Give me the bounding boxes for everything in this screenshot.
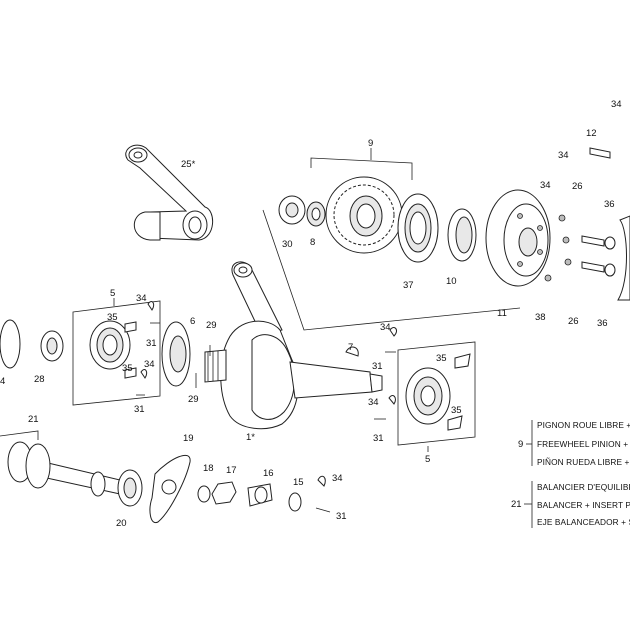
label-part-21: 21 <box>28 414 39 425</box>
label-part-20: 20 <box>116 518 127 529</box>
label-part-11: 11 <box>497 308 507 319</box>
label-part-35-d: 35 <box>451 405 462 416</box>
label-part-36-bottom: 36 <box>597 318 608 329</box>
label-part-29-top: 29 <box>206 320 217 331</box>
label-part-35-a: 35 <box>107 312 118 323</box>
legend-21-line-es: EJE BALANCEADOR + SALID <box>537 517 630 527</box>
label-part-34-a: 34 <box>136 293 147 304</box>
label-part-34-d: 34 <box>368 397 379 408</box>
freewheel-sprocket <box>278 176 403 254</box>
legend-9-line-en: FREEWHEEL PINION + NEE <box>537 439 630 449</box>
label-part-25: 25* <box>181 159 196 170</box>
label-part-34-e: 34 <box>332 473 343 484</box>
label-part-7: 7 <box>348 342 353 353</box>
label-part-5-left: 5 <box>110 288 115 299</box>
label-part-34-h: 34 <box>611 99 622 110</box>
legend-group-21: 21 BALANCIER D'EQUILIBRAGE BALANCER + IN… <box>511 481 630 528</box>
legend-9-line-fr: PIGNON ROUE LIBRE + DOU <box>537 420 630 430</box>
label-part-34-f: 34 <box>540 180 551 191</box>
legend-9-number: 9 <box>518 439 523 450</box>
label-part-37: 37 <box>403 280 414 291</box>
left-bearing-parts <box>0 301 211 396</box>
label-part-30: 30 <box>282 239 293 250</box>
label-part-35-b: 35 <box>122 363 133 374</box>
label-part-36-top: 36 <box>604 199 615 210</box>
label-part-12: 12 <box>586 128 597 139</box>
label-part-15: 15 <box>293 477 304 488</box>
label-part-38: 38 <box>535 312 546 323</box>
right-bolts <box>544 147 630 301</box>
label-part-31-b: 31 <box>134 404 145 415</box>
connecting-rod <box>125 144 213 241</box>
label-part-28: 28 <box>34 374 45 385</box>
balancer-shaft <box>7 441 331 524</box>
group-frame-lines <box>0 148 521 452</box>
label-part-16: 16 <box>263 468 274 479</box>
label-part-34-g: 34 <box>558 150 569 161</box>
legend-21-number: 21 <box>511 499 522 510</box>
crankshaft <box>204 261 383 430</box>
callout-labels: 1* 4 5 5 6 7 8 9 10 11 12 15 16 17 18 19… <box>0 99 622 529</box>
label-part-17: 17 <box>226 465 237 476</box>
label-part-5-right: 5 <box>425 454 430 465</box>
label-part-31-d: 31 <box>373 433 384 444</box>
label-part-29-bottom: 29 <box>188 394 199 405</box>
label-part-1: 1* <box>246 432 255 443</box>
label-part-35-c: 35 <box>436 353 447 364</box>
label-part-6: 6 <box>190 316 195 327</box>
label-part-9: 9 <box>368 138 373 149</box>
legend-21-line-fr: BALANCIER D'EQUILIBRAGE <box>537 482 630 492</box>
label-part-10: 10 <box>446 276 457 287</box>
label-part-19: 19 <box>183 433 194 444</box>
label-part-26-bottom: 26 <box>568 316 579 327</box>
label-part-34-c: 34 <box>380 322 391 333</box>
label-part-8: 8 <box>310 237 315 248</box>
label-part-18: 18 <box>203 463 214 474</box>
label-part-34-b: 34 <box>144 359 155 370</box>
freewheel-assembly <box>397 189 551 287</box>
legend-21-line-en: BALANCER + INSERT PUMP <box>537 500 630 510</box>
right-bearing-parts <box>345 327 471 431</box>
label-part-4: 4 <box>0 376 5 387</box>
label-part-26-top: 26 <box>572 181 583 192</box>
legend-9-line-es: PIÑON RUEDA LIBRE + COJ <box>537 457 630 467</box>
label-part-31-e: 31 <box>336 511 347 522</box>
label-part-31-c: 31 <box>372 361 383 372</box>
legend-group-9: 9 PIGNON ROUE LIBRE + DOU FREEWHEEL PINI… <box>518 420 630 467</box>
label-part-31-a: 31 <box>146 338 157 349</box>
